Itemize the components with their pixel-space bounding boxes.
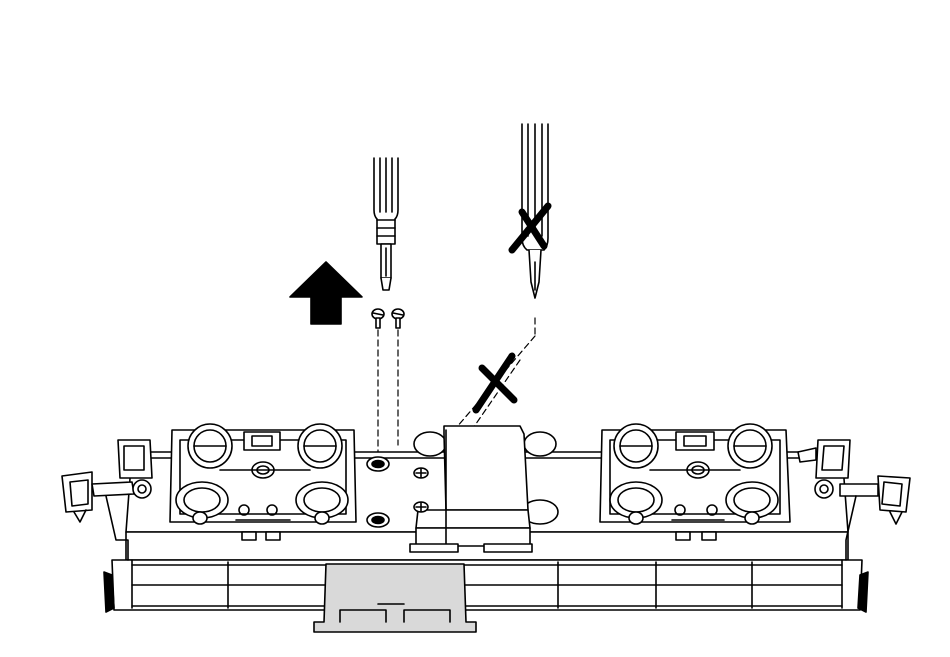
gear-icon xyxy=(614,424,658,468)
lower-frame xyxy=(104,560,868,612)
right-bogie xyxy=(600,424,790,524)
up-arrow-icon xyxy=(290,262,362,324)
gear-icon xyxy=(728,424,772,468)
left-bogie xyxy=(170,424,356,524)
phillips-screw-icon xyxy=(414,468,428,478)
screw-hole-icon xyxy=(367,457,389,471)
gear-icon xyxy=(188,424,232,468)
slotted-screwdriver-icon xyxy=(374,158,398,290)
screw-pair-icon xyxy=(372,309,404,328)
gearbox-housing xyxy=(314,564,476,632)
cross-out-icon-2 xyxy=(476,356,514,410)
gear-icon xyxy=(298,424,342,468)
screw-hole-icon xyxy=(367,513,389,527)
phillips-screw-icon xyxy=(414,502,428,512)
